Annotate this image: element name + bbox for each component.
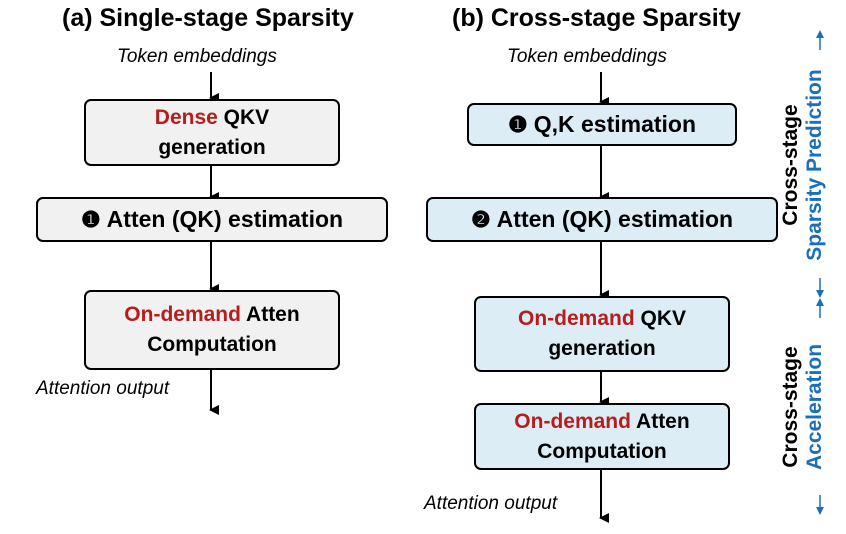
panel-b-box2-text: Atten (QK) estimation (496, 206, 734, 232)
panel-b-box4-line1: On-demand Atten (514, 407, 689, 437)
side-label-acceleration: Cross-stage Acceleration (779, 317, 827, 497)
panel-a-output-label: Attention output (36, 378, 170, 399)
side-label-sparsity-prediction: Cross-stage Sparsity Prediction (779, 35, 827, 295)
panel-b-box4-rest: Atten (636, 409, 690, 433)
panel-b-box1-text: Q,K estimation (533, 111, 697, 137)
highlight-on-demand: On-demand (517, 307, 635, 330)
step-1-icon: ❶ (507, 112, 528, 137)
panel-a-box3-line2: Computation (147, 333, 277, 356)
side-prediction-line1: Cross-stage (779, 104, 802, 226)
panel-a-box1-line2: generation (158, 135, 266, 159)
highlight-on-demand: On-demand (124, 303, 241, 326)
side-prediction-line2: Sparsity Prediction (803, 69, 826, 261)
panel-a-box-ondemand-atten: On-demand Atten Computation (84, 290, 340, 370)
panel-a-box2-text: Atten (QK) estimation (106, 206, 344, 232)
panel-b-box3-rest: QKV (640, 307, 687, 330)
step-1-icon: ❶ (80, 207, 101, 232)
panel-a-box1-line1: Dense QKV (155, 103, 269, 133)
panel-a-title: (a) Single-stage Sparsity (62, 4, 354, 32)
panel-b-box-ondemand-qkv: On-demand QKV generation (474, 296, 730, 372)
panel-a-input-label: Token embeddings (117, 46, 277, 67)
step-2-icon: ❷ (470, 207, 491, 232)
panel-b-title: (b) Cross-stage Sparsity (452, 4, 741, 32)
panel-b-box4-line2: Computation (537, 439, 667, 463)
panel-b-box3-line2: generation (548, 337, 656, 360)
highlight-on-demand: On-demand (514, 409, 631, 433)
panel-a-box-dense-qkv: Dense QKV generation (84, 99, 340, 166)
panel-a-box1-rest: QKV (223, 105, 270, 129)
highlight-dense: Dense (154, 105, 218, 129)
panel-b-box3-line1: On-demand QKV (518, 304, 686, 334)
panel-b-box-ondemand-atten: On-demand Atten Computation (474, 403, 730, 470)
panel-a-box3-rest: Atten (246, 303, 300, 326)
panel-b-input-label: Token embeddings (507, 46, 667, 67)
side-acceleration-extent (816, 298, 824, 515)
side-prediction-extent (816, 30, 824, 298)
panel-a-box3-line1: On-demand Atten (124, 300, 299, 330)
side-acceleration-line2: Acceleration (803, 343, 826, 471)
side-acceleration-line1: Cross-stage (779, 346, 802, 468)
panel-b-output-label: Attention output (424, 493, 558, 514)
